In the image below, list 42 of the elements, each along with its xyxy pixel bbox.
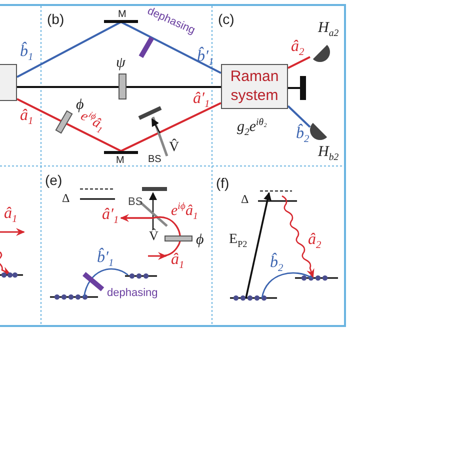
label: â′$_{1}$ (102, 207, 119, 227)
label: ϕ (76, 98, 84, 113)
label: dephasing (107, 288, 158, 299)
label: M (116, 156, 124, 166)
beam-line (287, 105, 311, 128)
beam-line (288, 56, 310, 69)
system-box (221, 64, 288, 109)
label: b̂′$_{1}$ (197, 49, 214, 69)
label: (f) (216, 176, 230, 190)
detector-label: H$_{b2}$ (318, 144, 339, 163)
label: â$_{2}$ (308, 232, 322, 252)
label: E$_{P2}$ (229, 233, 248, 249)
label: b̂$_{2}$ (270, 255, 284, 275)
label: BS (148, 155, 162, 165)
beam-line (16, 98, 222, 152)
label: (c) (218, 12, 234, 26)
label: b̂$_{1}$ (20, 44, 34, 64)
label: ψ (116, 56, 126, 71)
system-label: Raman system (229, 68, 280, 106)
beam-line (17, 86, 221, 88)
label: BS (128, 197, 143, 208)
label: b̂$_{2}$ (296, 126, 310, 146)
label: â$_{2}$ (291, 39, 304, 59)
label: â$_{1}$ (171, 252, 184, 272)
label: â′$_{1}$ (193, 91, 210, 111)
beam-line (16, 20, 222, 78)
label: (e) (45, 173, 62, 187)
label: V̂ (169, 141, 180, 155)
label: Δ (62, 192, 70, 204)
label: Δ (241, 193, 249, 205)
label: â$_{1}$ (20, 108, 34, 128)
label: M (118, 10, 126, 20)
beam-dump (300, 76, 306, 100)
label: g$_{2}$e$^{iθ₂}$ (237, 118, 267, 138)
label: b̂′$_{1}$ (97, 250, 114, 270)
label: (b) (47, 12, 64, 26)
label: e$^{iϕ}$â$_{1}$ (171, 202, 198, 222)
label: ϕ (196, 233, 204, 248)
label: V̂ (149, 229, 158, 242)
label: â$_{1}$ (4, 206, 18, 226)
beam-line (288, 87, 300, 89)
detector-label: H$_{a2}$ (318, 20, 339, 39)
